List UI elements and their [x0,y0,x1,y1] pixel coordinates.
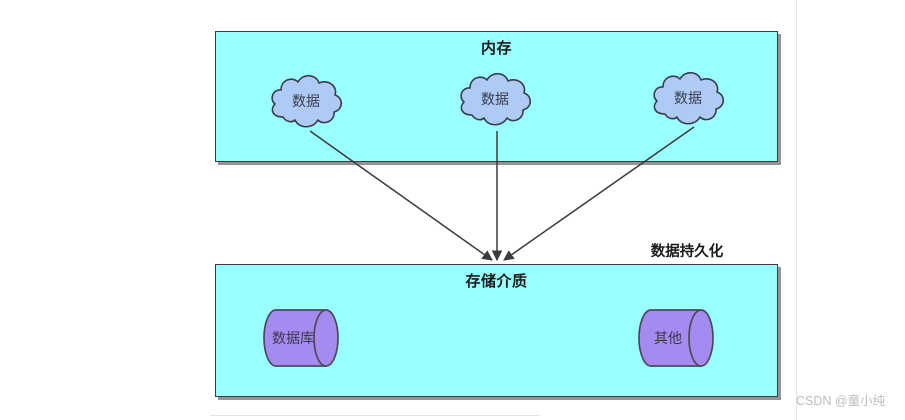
page-guide-horizontal [210,415,540,416]
watermark: CSDN @童小纯 [796,394,886,408]
database-cylinder-icon [638,309,714,367]
cloud-node-data-1[interactable]: 数据 [266,71,346,133]
cloud-icon [460,72,532,126]
region-memory-title: 内存 [480,40,512,57]
cylinder-node-database[interactable]: 数据库 [262,308,346,368]
region-storage-title: 存储介质 [465,273,528,290]
database-cylinder-icon [263,309,339,367]
cloud-node-data-3[interactable]: 数据 [648,68,728,130]
cylinder-node-other[interactable]: 其他 [637,308,721,368]
cloud-node-data-2[interactable]: 数据 [455,69,535,131]
persistence-label: 数据持久化 [650,244,724,260]
page-guide-vertical [796,0,797,420]
cloud-icon [271,74,343,128]
cloud-icon [653,71,725,125]
